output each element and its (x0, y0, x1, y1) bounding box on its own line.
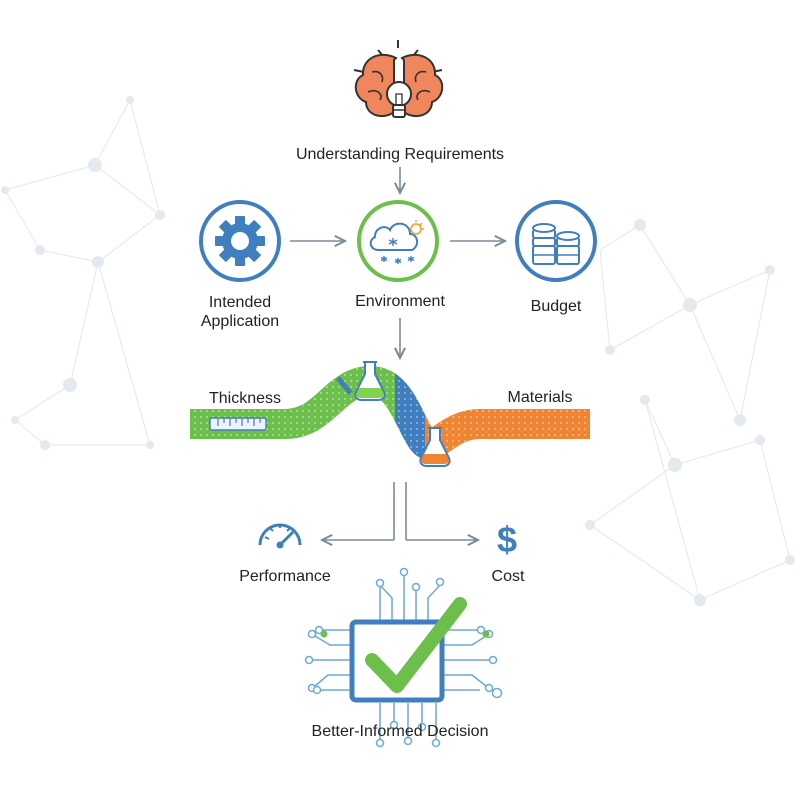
wave-ribbon (190, 365, 590, 460)
gear-icon (199, 200, 281, 282)
node-label-environment: Environment (355, 293, 445, 310)
flask-icon-green (354, 361, 386, 401)
weather-cloud-icon (357, 200, 439, 282)
ruler-icon (209, 417, 267, 431)
gauge-icon (258, 523, 302, 549)
node-label-materials: Materials (507, 389, 573, 406)
svg-text:$: $ (497, 519, 517, 560)
brain-lightbulb-icon (353, 40, 444, 118)
node-label-performance: Performance (239, 568, 331, 585)
node-label-budget: Budget (530, 298, 582, 315)
flask-icon (419, 427, 451, 467)
dollar-icon: $ (497, 519, 517, 560)
background-nodes (1, 96, 795, 606)
node-label-application: Intended Application (200, 294, 280, 330)
node-label-thickness: Thickness (208, 390, 282, 407)
node-label-cost: Cost (491, 568, 525, 585)
node-label-decision: Better-Informed Decision (311, 723, 489, 740)
connector-arrows (290, 167, 505, 540)
node-label-requirements: Understanding Requirements (295, 146, 505, 163)
background-network (4, 98, 791, 601)
coin-stack-icon (515, 200, 597, 282)
checkmark-chip-icon (304, 567, 503, 748)
